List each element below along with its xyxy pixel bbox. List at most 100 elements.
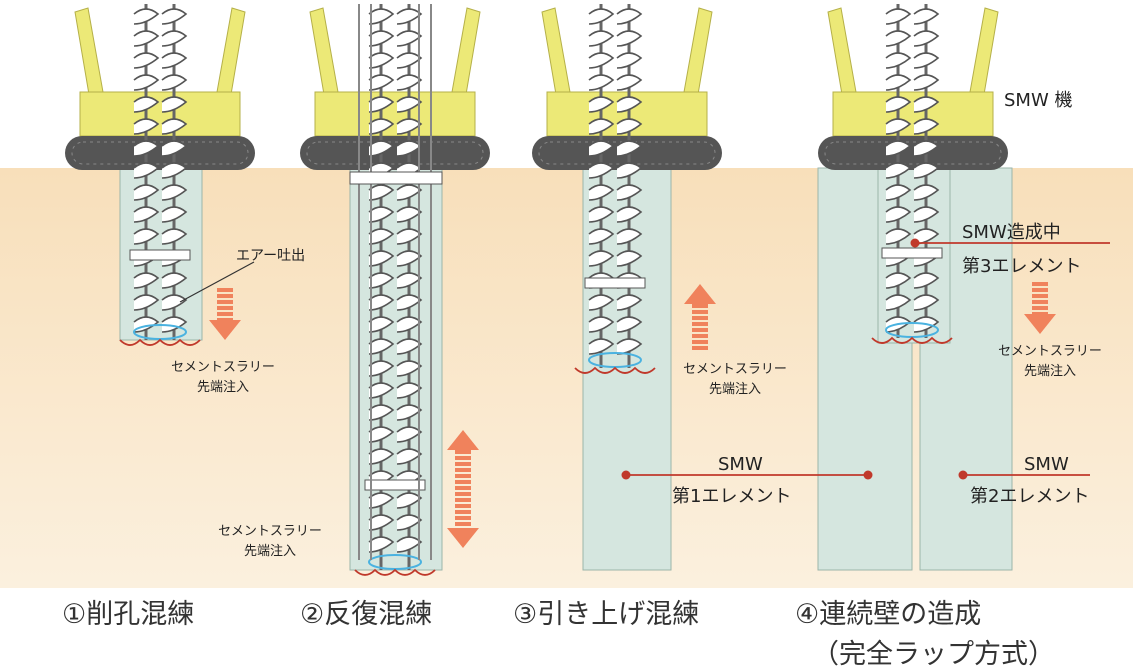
arrow-head-up — [447, 430, 479, 450]
auger-flight — [368, 206, 395, 223]
panel4-forming-label: SMW造成中 — [962, 222, 1061, 243]
auger-flight — [133, 184, 160, 201]
auger-flight — [588, 52, 615, 69]
auger-flight — [396, 118, 423, 135]
auger-flight — [396, 360, 423, 377]
arrow-stripe — [455, 462, 471, 466]
panel3-element-label: 第1エレメント — [672, 486, 792, 507]
auger-flight — [396, 448, 423, 465]
auger-flight — [588, 162, 615, 179]
auger-flight — [588, 8, 615, 25]
auger-bracket — [364, 479, 426, 491]
auger-flight — [133, 206, 160, 223]
auger-flight — [616, 8, 643, 25]
auger-flight — [368, 118, 395, 135]
auger-flight — [368, 426, 395, 443]
auger-step3 — [574, 4, 656, 374]
auger-tip — [574, 366, 656, 374]
auger-flight — [885, 206, 912, 223]
auger-flight — [133, 228, 160, 245]
auger-flight — [161, 96, 188, 113]
arrow-head-down — [209, 320, 241, 340]
auger-flight — [913, 162, 940, 179]
auger-flight — [616, 74, 643, 91]
arrow-stripe — [1032, 282, 1048, 286]
panel2-slurry-label: セメントスラリー 先端注入 — [205, 522, 335, 562]
arrow-stripe — [455, 498, 471, 502]
arrow-stripe — [692, 346, 708, 350]
auger-flight — [588, 30, 615, 47]
auger-tip — [354, 568, 436, 576]
auger-flight — [396, 338, 423, 355]
arrow-stripe — [455, 468, 471, 472]
arrow-stripe — [692, 340, 708, 344]
arrow-stripe — [692, 328, 708, 332]
auger-flight — [885, 96, 912, 113]
auger-flight — [913, 52, 940, 69]
auger-flight — [885, 140, 912, 157]
auger-flight — [913, 184, 940, 201]
auger-flight — [588, 184, 615, 201]
rod-bracket — [349, 171, 443, 185]
auger-flight — [368, 294, 395, 311]
auger-flight — [396, 382, 423, 399]
arrow-stripe — [217, 288, 233, 292]
auger-flight — [616, 184, 643, 201]
auger-flight — [913, 96, 940, 113]
crawler-track — [300, 136, 490, 170]
slurry-label-line2: 先端注入 — [243, 544, 296, 559]
auger-flight — [396, 514, 423, 531]
arrow-stripe — [692, 322, 708, 326]
arrow-stripe — [455, 450, 471, 454]
slurry-label-line1: セメントスラリー — [171, 360, 275, 375]
slurry-label-line2: 先端注入 — [1023, 364, 1076, 379]
auger-flight — [161, 52, 188, 69]
arrow-stripe — [217, 300, 233, 304]
arrow-stripe — [455, 492, 471, 496]
auger-flight — [396, 426, 423, 443]
auger-flight — [588, 316, 615, 333]
leader-element1 — [621, 470, 868, 480]
arrow-stripe — [217, 294, 233, 298]
slurry-label-line1: セメントスラリー — [218, 524, 322, 539]
auger-flight — [161, 74, 188, 91]
auger-flight — [616, 118, 643, 135]
arrow-stripe — [1032, 294, 1048, 298]
arrow-head-down — [447, 528, 479, 548]
auger-flight — [616, 52, 643, 69]
auger-flight — [161, 118, 188, 135]
auger-flight — [133, 272, 160, 289]
auger-flight — [161, 272, 188, 289]
auger-flight — [588, 228, 615, 245]
auger-flight — [396, 184, 423, 201]
auger-flight — [396, 404, 423, 421]
arrow-stripe — [455, 516, 471, 520]
machine-step2 — [300, 7, 490, 170]
auger-flight — [396, 492, 423, 509]
auger-flight — [913, 294, 940, 311]
leader-dot — [863, 470, 873, 480]
arrow-stripe — [455, 486, 471, 490]
arrow-stripe — [1032, 288, 1048, 292]
auger-flight — [616, 140, 643, 157]
machine-step1 — [65, 7, 255, 170]
auger-flight — [885, 30, 912, 47]
machine-body — [79, 91, 241, 137]
drilling-arrow — [209, 288, 241, 340]
auger-flight — [368, 536, 395, 553]
track-tread — [306, 141, 484, 165]
auger-flight — [396, 140, 423, 157]
auger-flight — [913, 8, 940, 25]
auger-step4 — [871, 4, 953, 344]
auger-flight — [368, 316, 395, 333]
auger-flight — [368, 184, 395, 201]
leader-dot — [910, 238, 920, 248]
auger-flight — [396, 316, 423, 333]
panel1-slurry-label: セメントスラリー 先端注入 — [158, 358, 288, 398]
panel3-smw-label: SMW — [718, 454, 763, 475]
auger-flight — [368, 492, 395, 509]
auger-flight — [396, 250, 423, 267]
auger-flight — [368, 74, 395, 91]
